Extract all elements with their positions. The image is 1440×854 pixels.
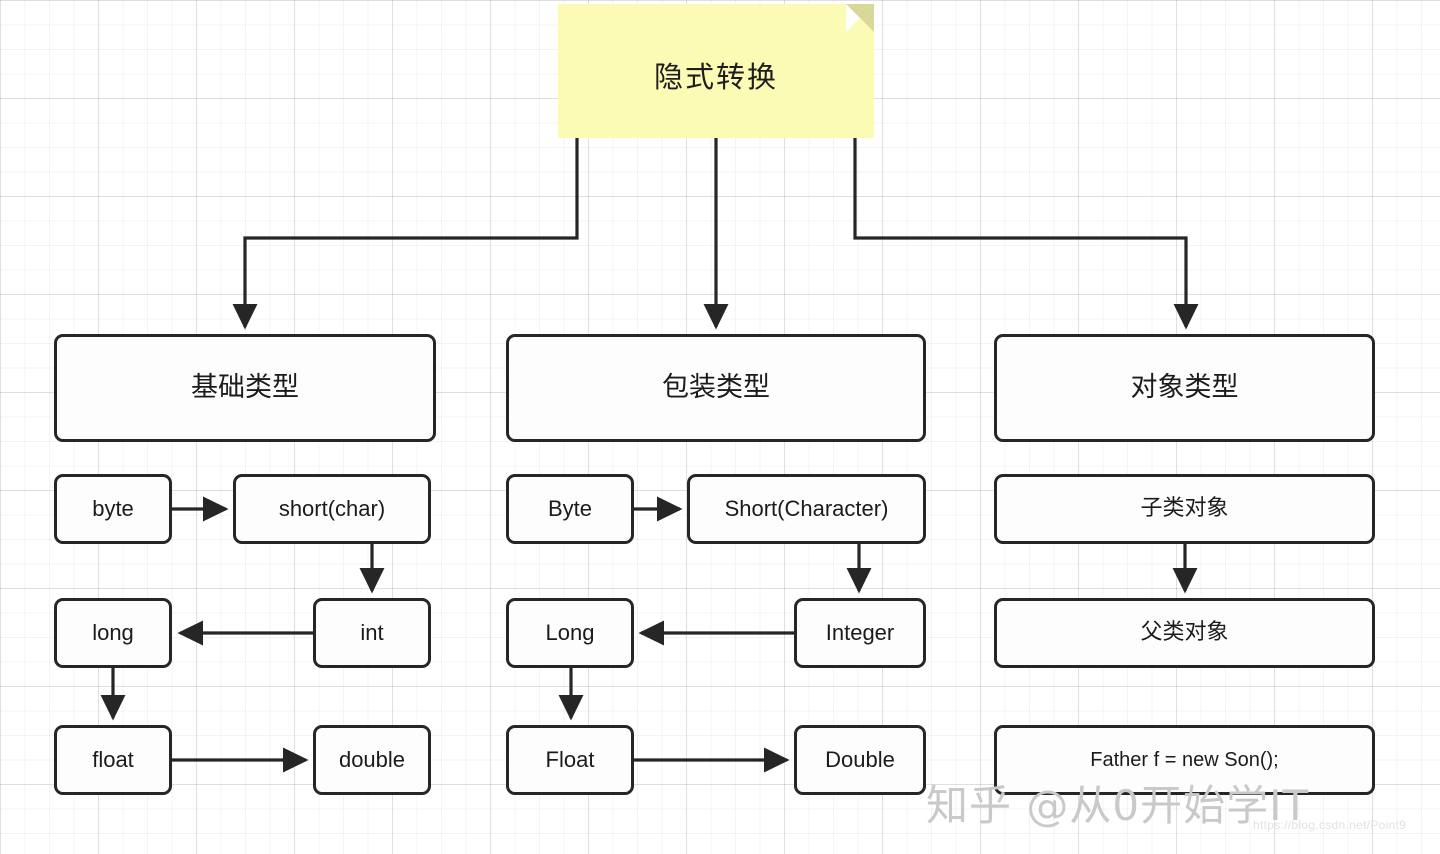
node-Long[interactable]: Long [506,598,634,668]
node-super-object[interactable]: 父类对象 [994,598,1375,668]
column-header-object[interactable]: 对象类型 [994,334,1375,442]
root-sticky-note[interactable]: 隐式转换 [558,4,874,138]
node-Float[interactable]: Float [506,725,634,795]
edge-root-to-primitive [232,138,579,330]
url-watermark: https://blog.csdn.net/Point9 [1253,818,1407,832]
node-long[interactable]: long [54,598,172,668]
edge-root-to-object [853,138,1199,330]
node-int[interactable]: int [313,598,431,668]
node-float[interactable]: float [54,725,172,795]
node-double[interactable]: double [313,725,431,795]
column-header-wrapper[interactable]: 包装类型 [506,334,926,442]
node-Integer[interactable]: Integer [794,598,926,668]
node-byte[interactable]: byte [54,474,172,544]
node-sub-object[interactable]: 子类对象 [994,474,1375,544]
root-title: 隐式转换 [653,60,778,94]
node-Double[interactable]: Double [794,725,926,795]
node-Byte[interactable]: Byte [506,474,634,544]
note-fold-icon [846,4,874,32]
node-short-char[interactable]: short(char) [233,474,431,544]
column-header-primitive[interactable]: 基础类型 [54,334,436,442]
node-Short-Character[interactable]: Short(Character) [687,474,926,544]
node-code-sample[interactable]: Father f = new Son(); [994,725,1375,795]
author-watermark: 知乎 @从0开始学IT [926,781,1310,830]
